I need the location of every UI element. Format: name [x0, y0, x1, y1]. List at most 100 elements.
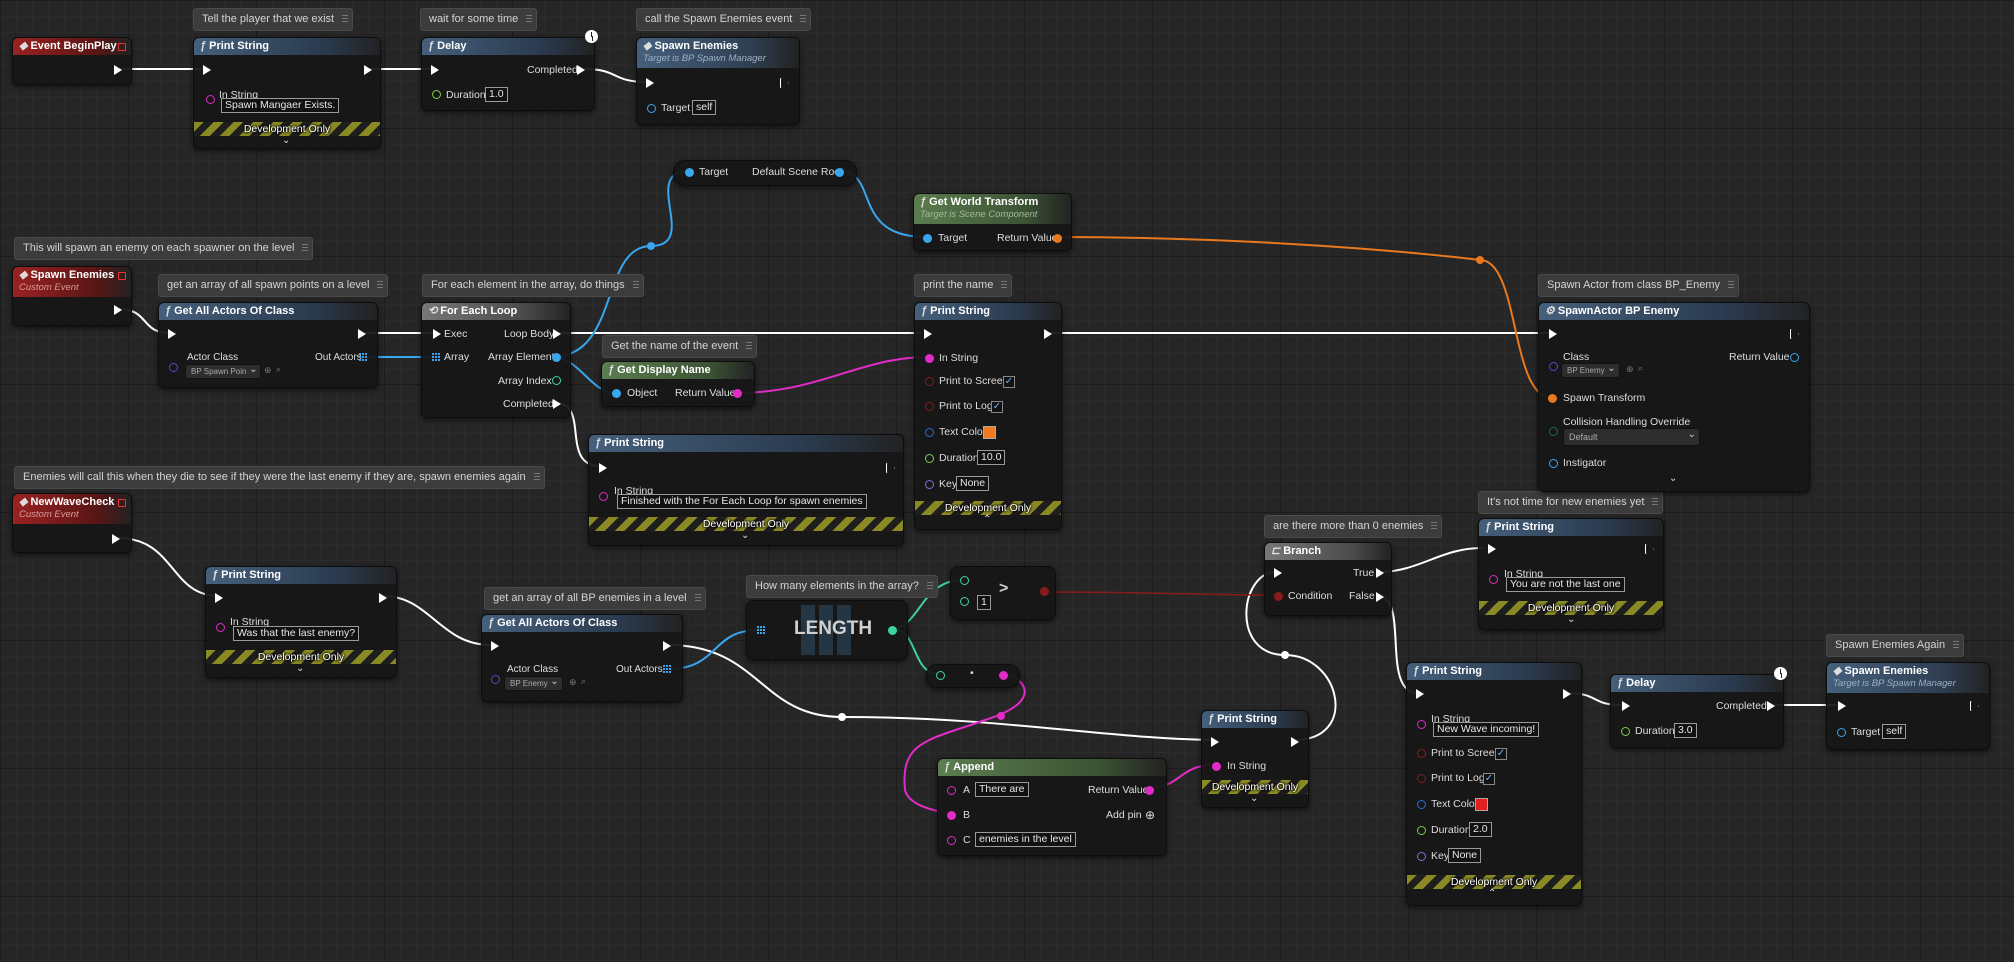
use-asset-icon[interactable]: ⊕ [569, 677, 577, 687]
text-color-pin[interactable] [1417, 800, 1426, 809]
comment-get-spawn-points[interactable]: get an array of all spawn points on a le… [158, 274, 389, 297]
comment-print-name[interactable]: print the name [914, 274, 1013, 297]
node-greater-than[interactable]: 1 > [950, 566, 1056, 620]
in-string-field[interactable]: Was that the last enemy? [233, 626, 360, 641]
object-pin[interactable] [612, 389, 621, 398]
in-string-field[interactable]: Finished with the For Each Loop for spaw… [617, 494, 867, 509]
in-string-field[interactable]: New Wave incoming! [1433, 722, 1540, 737]
target-self-field[interactable]: self [1882, 724, 1907, 739]
exec-out-pin[interactable] [887, 463, 895, 473]
node-branch[interactable]: ⊏Branch Condition True False [1264, 542, 1392, 616]
comment-spawn-again[interactable]: Spawn Enemies Again [1826, 634, 1965, 657]
duration-pin[interactable] [1621, 727, 1630, 736]
exec-out-pin[interactable] [112, 534, 120, 544]
scene-root-out-pin[interactable] [835, 168, 844, 177]
expand-chevron-icon[interactable]: ⌄ [741, 530, 750, 541]
in-string-pin[interactable] [216, 623, 225, 632]
exec-in-pin[interactable] [168, 329, 176, 339]
instigator-pin[interactable] [1549, 459, 1558, 468]
print-to-screen-pin[interactable] [1417, 749, 1426, 758]
comment-how-many[interactable]: How many elements in the array? [746, 575, 938, 598]
expand-chevron-icon[interactable]: ⌄ [1669, 473, 1678, 484]
in-string-pin[interactable] [1417, 720, 1426, 729]
c-field[interactable]: enemies in the level [975, 832, 1076, 847]
target-self-field[interactable]: self [692, 100, 717, 115]
node-event-beginplay[interactable]: ◆Event BeginPlay [12, 37, 132, 85]
result-out-pin[interactable] [1040, 587, 1049, 596]
actor-class-pin[interactable] [169, 363, 178, 372]
completed-exec-pin[interactable] [553, 399, 561, 409]
duration-pin[interactable] [1417, 826, 1426, 835]
exec-out-pin[interactable] [1044, 329, 1052, 339]
exec-in-pin[interactable] [433, 329, 441, 339]
exec-in-pin[interactable] [1211, 737, 1219, 747]
out-actors-array-pin[interactable] [663, 665, 671, 673]
print-to-screen-pin[interactable] [925, 377, 934, 386]
exec-in-pin[interactable] [599, 463, 607, 473]
use-asset-icon[interactable]: ⊕ [264, 365, 272, 375]
collapse-chevron-icon[interactable]: ⌃ [983, 514, 992, 525]
exec-in-pin[interactable] [1838, 701, 1846, 711]
comment-wait[interactable]: wait for some time [420, 8, 538, 31]
true-exec-pin[interactable] [1376, 568, 1384, 578]
exec-out-pin[interactable] [781, 78, 789, 88]
add-pin-label[interactable]: Add pin [1106, 809, 1142, 821]
duration-pin[interactable] [925, 454, 934, 463]
reroute-in-pin[interactable] [936, 671, 945, 680]
class-combo[interactable]: BP Enemy [1561, 362, 1620, 378]
comment-more-than-zero[interactable]: are there more than 0 enemies [1264, 515, 1443, 538]
exec-out-pin[interactable] [1971, 701, 1979, 711]
key-pin[interactable] [925, 480, 934, 489]
exec-in-pin[interactable] [431, 65, 439, 75]
comment-for-each[interactable]: For each element in the array, do things [422, 274, 644, 297]
browse-asset-icon[interactable]: ⌕ [276, 364, 282, 374]
array-element-pin[interactable] [552, 353, 561, 362]
exec-out-pin[interactable] [1563, 689, 1571, 699]
return-value-pin[interactable] [1790, 353, 1799, 362]
b-pin[interactable] [960, 597, 969, 606]
exec-in-pin[interactable] [203, 65, 211, 75]
text-color-swatch[interactable] [1475, 798, 1488, 811]
collision-handling-pin[interactable] [1549, 427, 1558, 436]
target-pin[interactable] [923, 234, 932, 243]
target-pin[interactable] [1837, 728, 1846, 737]
in-string-pin[interactable] [1489, 575, 1498, 584]
a-pin[interactable] [947, 786, 956, 795]
exec-out-pin[interactable] [114, 305, 122, 315]
expand-chevron-icon[interactable]: ⌄ [1250, 793, 1259, 804]
print-to-log-pin[interactable] [1417, 774, 1426, 783]
collapse-chevron-icon[interactable]: ⌃ [1488, 888, 1497, 899]
out-actors-array-pin[interactable] [359, 353, 367, 361]
target-pin[interactable] [647, 104, 656, 113]
array-in-pin[interactable] [432, 353, 440, 361]
in-string-field[interactable]: Spawn Mangaer Exists. [221, 98, 340, 113]
exec-out-pin[interactable] [1291, 737, 1299, 747]
array-index-pin[interactable] [552, 376, 561, 385]
duration-field[interactable]: 3.0 [1674, 723, 1697, 738]
completed-exec-pin[interactable] [1767, 701, 1775, 711]
node-spawn-actor[interactable]: ⚙SpawnActor BP Enemy Class BP Enemy ⊕ ⌕ … [1538, 302, 1810, 492]
exec-out-pin[interactable] [1791, 329, 1799, 339]
return-value-pin[interactable] [733, 389, 742, 398]
comment-spawn-enemy-each[interactable]: This will spawn an enemy on each spawner… [14, 237, 314, 260]
exec-in-pin[interactable] [1488, 544, 1496, 554]
duration-field[interactable]: 10.0 [977, 450, 1006, 465]
loop-body-exec-pin[interactable] [553, 329, 561, 339]
exec-in-pin[interactable] [491, 641, 499, 651]
print-to-screen-checkbox[interactable]: ✓ [1003, 376, 1015, 388]
comment-tell-player[interactable]: Tell the player that we exist [193, 8, 354, 31]
